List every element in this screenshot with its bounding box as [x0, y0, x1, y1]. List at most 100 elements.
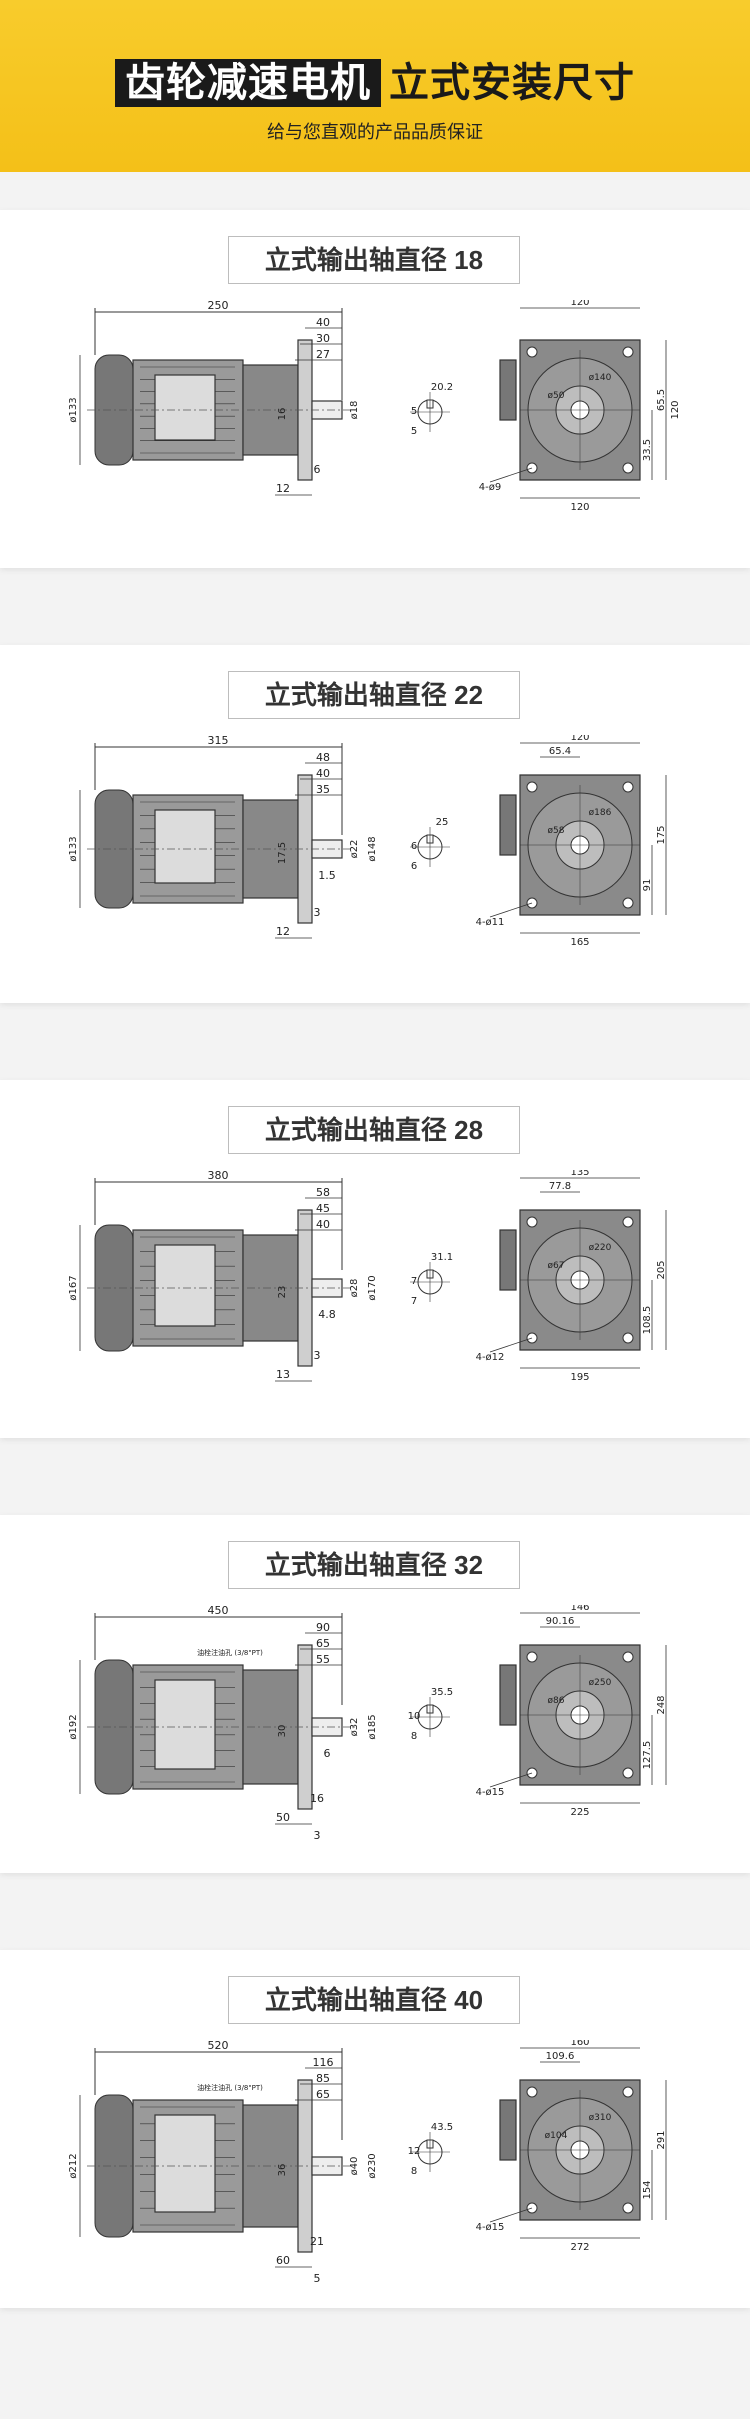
dim-d2: 45 [316, 1202, 330, 1215]
dim-extra: 3 [314, 1829, 321, 1842]
dim-motor-diameter: ø167 [68, 1275, 79, 1300]
dim-d1: 48 [316, 751, 330, 764]
dim-key-width: 7 [411, 1276, 417, 1287]
shaft-key-view: 31.1 7 7 [410, 1252, 453, 1307]
dim-key-depth: 8 [411, 1731, 417, 1742]
dim-total-length: 250 [208, 300, 229, 312]
dim-d2: 65 [316, 1637, 330, 1650]
dim-front-width-bottom: 165 [570, 937, 589, 948]
dim-front-center: 77.8 [549, 1181, 571, 1192]
dim-shaft-offset: 30 [277, 1725, 288, 1738]
banner-title-rest: 立式安装尺寸 [389, 61, 635, 105]
dim-bottom-small: 16 [310, 1792, 324, 1805]
dim-key-height: 31.1 [431, 1252, 453, 1263]
terminal-box-front [499, 1229, 517, 1291]
dim-shaft-offset: 16 [277, 408, 288, 421]
dim-spigot: 4.8 [318, 1308, 336, 1321]
dim-pilot-diameter: ø86 [548, 1696, 565, 1706]
dim-shaft-diameter: ø28 [349, 1279, 360, 1298]
dim-total-length: 520 [208, 2040, 229, 2052]
dim-pilot-diameter: ø50 [548, 391, 565, 401]
dim-front-height-lower: 91 [642, 879, 653, 892]
dim-pitch-circle: ø220 [589, 1243, 612, 1253]
dim-motor-diameter: ø133 [68, 836, 79, 861]
dim-shaft-offset: 36 [277, 2164, 288, 2177]
dim-flange-thickness: 12 [276, 925, 290, 938]
dim-front-height-total: 248 [656, 1695, 667, 1714]
dim-front-height-lower: 33.5 [642, 439, 653, 461]
dim-bottom-small: 3 [314, 1349, 321, 1362]
dim-front-height-lower: 154 [642, 2180, 653, 2199]
terminal-box-front [499, 359, 517, 421]
terminal-box [154, 1244, 216, 1327]
section-title: 立式输出轴直径 40 [228, 1976, 520, 2024]
terminal-box-front [499, 1664, 517, 1726]
terminal-box [154, 1679, 216, 1770]
dim-key-depth: 6 [411, 861, 417, 872]
dim-front-center: 65.4 [549, 746, 571, 757]
dim-key-width: 12 [408, 2146, 421, 2157]
dim-front-height-total: 205 [656, 1260, 667, 1279]
shaft-key-view: 20.2 5 5 [410, 382, 453, 437]
dim-d2: 85 [316, 2072, 330, 2085]
dim-front-width-top: 146 [570, 1605, 589, 1613]
dim-extra: 5 [314, 2272, 321, 2285]
dim-front-width-bottom: 120 [570, 502, 589, 513]
dim-key-depth: 5 [411, 426, 417, 437]
dim-pilot-diameter: ø67 [548, 1261, 565, 1271]
dim-d1: 116 [313, 2056, 334, 2069]
dim-mounting-holes: 4-ø15 [476, 1787, 505, 1798]
dim-spigot: 1.5 [318, 869, 336, 882]
dim-motor-diameter: ø192 [68, 1714, 79, 1739]
dim-front-width-top: 160 [570, 2040, 589, 2048]
dim-flange-diameter: ø148 [367, 836, 378, 861]
dim-flange-thickness: 13 [276, 1368, 290, 1381]
dim-shaft-diameter: ø18 [349, 401, 360, 420]
dim-front-center: 109.6 [546, 2051, 575, 2062]
dim-d2: 30 [316, 332, 330, 345]
dim-mounting-holes: 4-ø15 [476, 2222, 505, 2233]
dim-shaft-diameter: ø40 [349, 2157, 360, 2176]
dim-front-height-lower: 127.5 [642, 1741, 653, 1770]
dim-pitch-circle: ø186 [589, 808, 612, 818]
dim-d1: 58 [316, 1186, 330, 1199]
dim-key-height: 20.2 [431, 382, 453, 393]
dim-d3: 27 [316, 348, 330, 361]
dim-pilot-diameter: ø58 [548, 826, 565, 836]
dim-pitch-circle: ø140 [589, 373, 612, 383]
dim-front-width-top: 135 [570, 1170, 589, 1178]
dim-mounting-holes: 4-ø9 [479, 482, 501, 493]
section-title: 立式输出轴直径 32 [228, 1541, 520, 1589]
dim-front-width-top: 120 [570, 300, 589, 308]
dim-key-depth: 7 [411, 1296, 417, 1307]
dim-key-width: 5 [411, 406, 417, 417]
dim-d3: 40 [316, 1218, 330, 1231]
dim-key-height: 25 [436, 817, 449, 828]
dim-total-length: 450 [208, 1605, 229, 1617]
dim-d1: 90 [316, 1621, 330, 1634]
dim-key-height: 35.5 [431, 1687, 453, 1698]
dim-flange-diameter: ø230 [367, 2153, 378, 2178]
dim-d3: 35 [316, 783, 330, 796]
dim-flange-thickness: 50 [276, 1811, 290, 1824]
oil-plug-note: 油栓注油孔 (3/8"PT) [197, 2083, 263, 2092]
dim-shaft-diameter: ø22 [349, 840, 360, 859]
dim-shaft-offset: 17.5 [277, 842, 288, 864]
terminal-box [154, 809, 216, 884]
